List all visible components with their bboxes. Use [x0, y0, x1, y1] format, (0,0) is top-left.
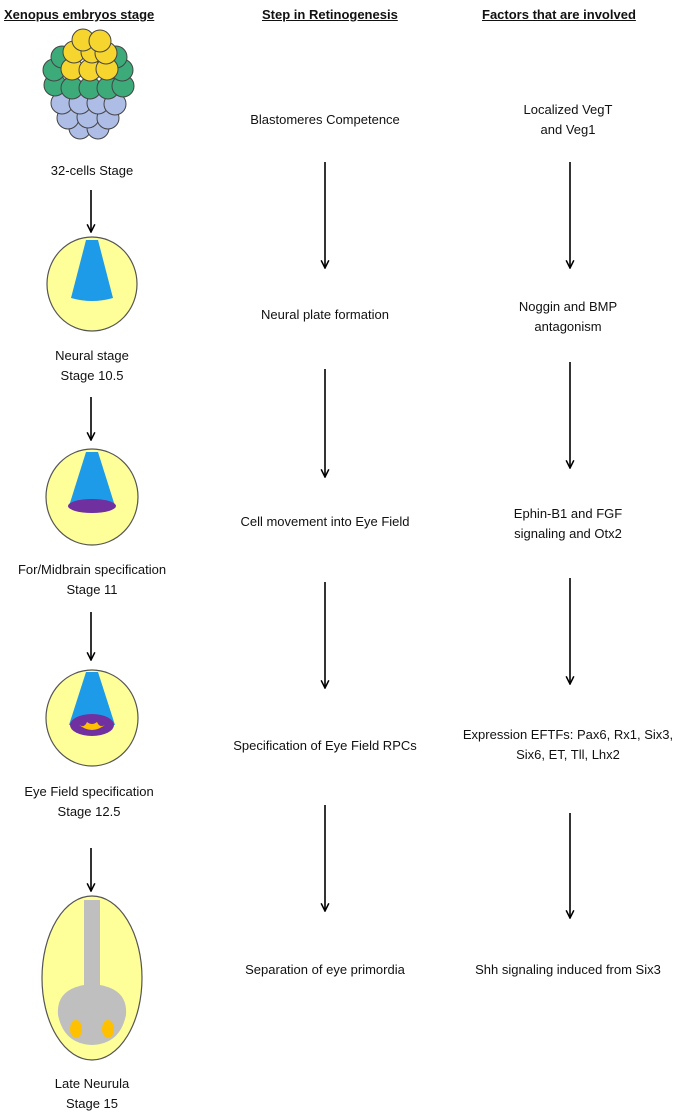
factor-label-eftfs: Expression EFTFs: Pax6, Rx1, Six3, Six6,… [462, 727, 674, 762]
step-label-eye-primordia-separation: Separation of eye primordia [245, 962, 405, 977]
embryo-forebrain-midbrain-stage [45, 448, 139, 546]
stage-label-neural: Neural stage Stage 10.5 [55, 348, 129, 383]
factor-label-vegt-veg1: Localized VegT and Veg1 [523, 102, 613, 137]
stage-label-late-neurula: Late Neurula Stage 15 [54, 1076, 130, 1111]
stage-label-forebrain-midbrain: For/Midbrain specification Stage 11 [17, 562, 167, 597]
factor-label-shh-signaling: Shh signaling induced from Six3 [475, 962, 661, 977]
animal-cells [60, 28, 119, 82]
stage-label-eye-field: Eye Field specification Stage 12.5 [24, 784, 154, 819]
embryo-late-neurula-stage [41, 895, 143, 1061]
factor-label-ephrin-fgf-otx2: Ephin-B1 and FGF signaling and Otx2 [513, 506, 623, 541]
embryo-32-cell-stage [42, 28, 135, 140]
stage-label-32-cell: 32-cells Stage [50, 163, 134, 178]
step-label-neural-plate-formation: Neural plate formation [261, 307, 389, 322]
factor-label-noggin-bmp: Noggin and BMP antagonism [518, 299, 618, 334]
column-header-retinogenesis-step: Step in Retinogenesis [262, 7, 398, 22]
embryo-neural-stage [46, 236, 138, 332]
embryo-eye-field-stage [45, 669, 139, 767]
vegetal-cells [50, 91, 127, 140]
column-header-embryo-stage: Xenopus embryos stage [4, 7, 155, 22]
step-label-eye-field-rpcs: Specification of Eye Field RPCs [233, 738, 417, 753]
step-label-cell-movement: Cell movement into Eye Field [240, 514, 410, 529]
column-header-factors: Factors that are involved [482, 7, 636, 22]
step-label-blastomeres-competence: Blastomeres Competence [250, 112, 400, 127]
